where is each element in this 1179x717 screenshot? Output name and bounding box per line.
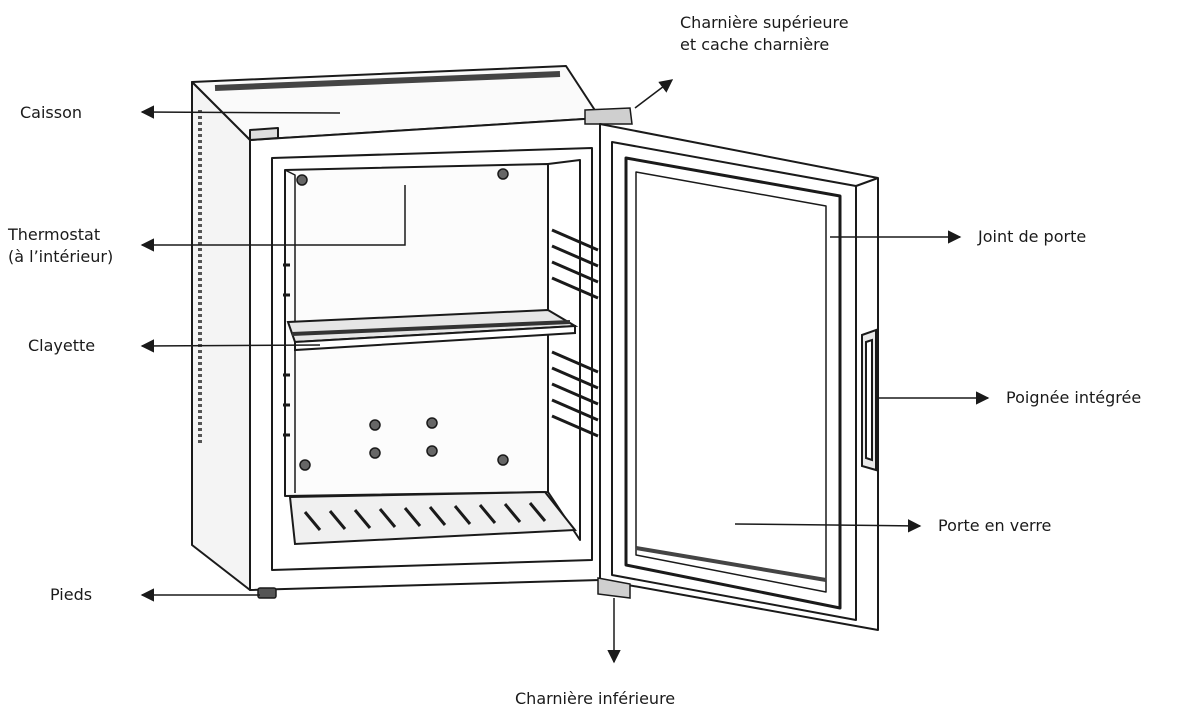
label-porte-en-verre: Porte en verre (938, 516, 1052, 535)
leader-lines (140, 79, 990, 664)
foot (257, 587, 277, 599)
leader-clayette (140, 339, 321, 353)
label-pieds: Pieds (50, 585, 93, 604)
door-handle (861, 328, 877, 472)
label-caisson: Caisson (20, 103, 83, 122)
label-thermostat: Thermostat (à l’intérieur) (8, 225, 114, 266)
top-hinge (584, 107, 633, 125)
glass-door (599, 123, 879, 631)
leader-porte-en-verre (734, 519, 922, 533)
screws (296, 168, 509, 471)
cabinet-body (191, 65, 601, 591)
leader-thermostat (140, 185, 406, 252)
label-joint-de-porte: Joint de porte (978, 227, 1087, 246)
label-poignee-integree: Poignée intégrée (1006, 388, 1142, 407)
label-charniere-superieure: Charnière supérieure et cache charnière (680, 13, 849, 54)
bottom-grid (288, 490, 577, 546)
shelf-rails (551, 228, 599, 438)
shelf-wire (286, 308, 579, 352)
leader-caisson (140, 105, 341, 119)
label-clayette: Clayette (28, 336, 96, 355)
wall-notches (283, 263, 290, 437)
leader-charniere-superieure (634, 79, 674, 109)
label-charniere-inferieure: Charnière inférieure (515, 689, 676, 708)
bottom-hinge (597, 577, 631, 599)
